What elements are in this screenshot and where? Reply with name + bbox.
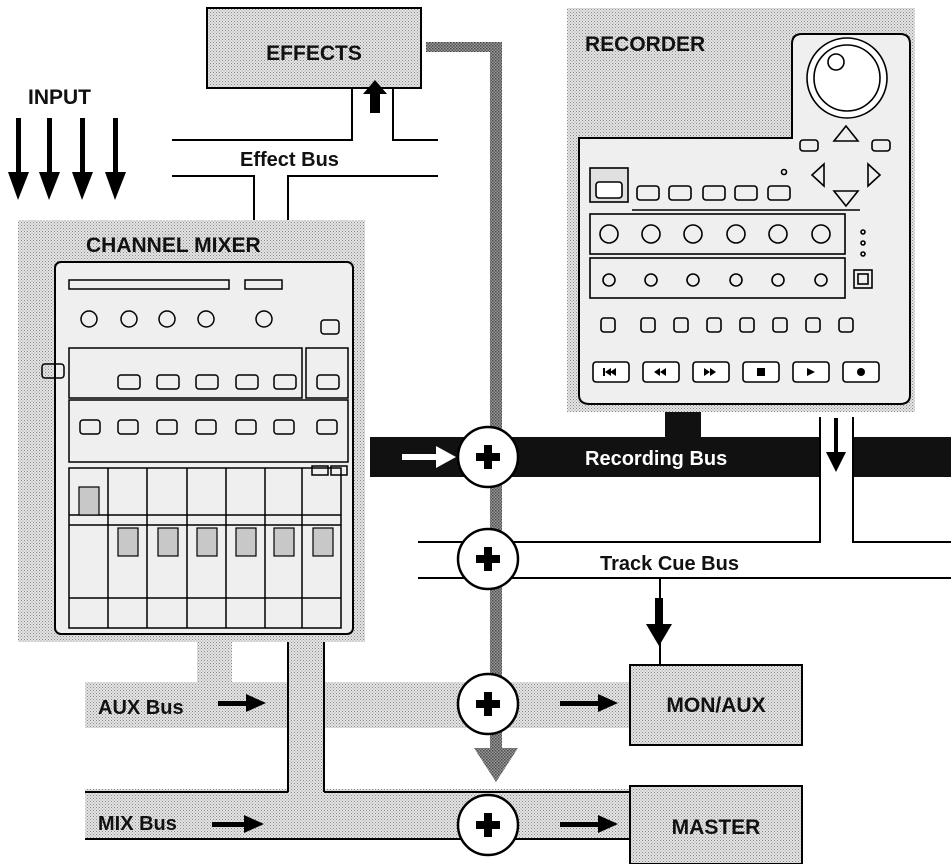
effect-bus-label: Effect Bus <box>240 149 339 171</box>
input-arrows <box>8 118 126 200</box>
mon-aux-label: MON/AUX <box>666 694 765 717</box>
summing-node-mix <box>456 793 520 857</box>
channel-mixer-box <box>18 220 365 642</box>
effects-return-arrow <box>474 748 518 782</box>
mixer-faders <box>78 486 334 557</box>
mixer-controls <box>41 279 349 629</box>
channel-mixer-label: CHANNEL MIXER <box>86 234 261 257</box>
mon-aux-box <box>629 664 803 746</box>
recorder-link <box>665 412 701 439</box>
recording-bus-label: Recording Bus <box>585 448 727 470</box>
track-cue-bus-label: Track Cue Bus <box>600 553 739 575</box>
effects-box <box>206 7 422 89</box>
master-label: MASTER <box>672 816 761 839</box>
jog-wheel <box>806 37 888 119</box>
summing-node-cue <box>456 527 520 591</box>
mix-bus-band <box>85 789 630 839</box>
mixer-mix-output <box>288 642 324 792</box>
mixer-aux-output <box>197 642 232 687</box>
effects-return-path <box>426 42 502 52</box>
aux-bus-band <box>85 682 630 728</box>
bus-arrows <box>212 598 672 833</box>
input-label: INPUT <box>28 86 91 109</box>
summing-node-recording <box>456 425 520 489</box>
mix-output-lines <box>85 642 630 840</box>
effect-send-arrow <box>363 80 387 94</box>
effects-label: EFFECTS <box>266 42 362 65</box>
effect-bus <box>172 88 438 220</box>
aux-bus-label: AUX Bus <box>98 697 184 719</box>
recorder-label: RECORDER <box>585 33 705 56</box>
master-box <box>629 785 803 864</box>
mix-bus-label: MIX Bus <box>98 813 177 835</box>
summing-node-aux <box>456 672 520 736</box>
